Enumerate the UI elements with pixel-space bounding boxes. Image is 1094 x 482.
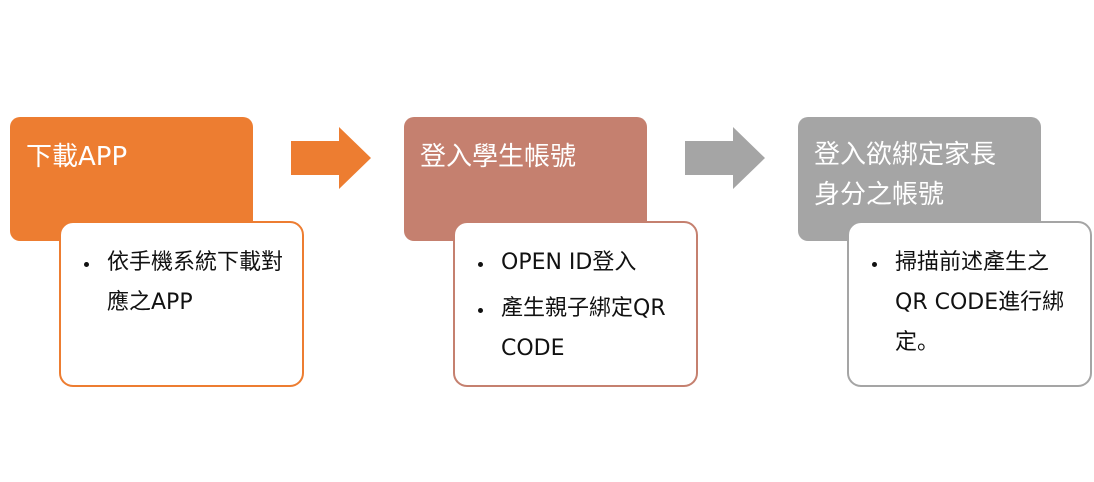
step-1-bullet-1: 依手機系統下載對應之APP bbox=[101, 243, 284, 323]
step-1-bullet-list: 依手機系統下載對應之APP bbox=[87, 243, 284, 323]
arrow-right-icon bbox=[291, 127, 371, 189]
step-3-bullet-1: 掃描前述產生之QR CODE進行綁定。 bbox=[889, 243, 1072, 363]
step-1-title: 下載APP bbox=[26, 142, 128, 172]
step-2-bullet-list: OPEN ID登入 產生親子綁定QR CODE bbox=[481, 243, 678, 369]
step-2-header: 登入學生帳號 bbox=[404, 117, 647, 241]
step-2-detail: OPEN ID登入 產生親子綁定QR CODE bbox=[453, 221, 698, 387]
step-3-title: 登入欲綁定家長身分之帳號 bbox=[814, 140, 997, 210]
step-3-detail: 掃描前述產生之QR CODE進行綁定。 bbox=[847, 221, 1092, 387]
step-3-header: 登入欲綁定家長身分之帳號 bbox=[798, 117, 1041, 241]
step-1-detail: 依手機系統下載對應之APP bbox=[59, 221, 304, 387]
arrow-right-icon bbox=[685, 127, 765, 189]
step-3-bullet-list: 掃描前述產生之QR CODE進行綁定。 bbox=[875, 243, 1072, 363]
step-1-header: 下載APP bbox=[10, 117, 253, 241]
step-2-title: 登入學生帳號 bbox=[420, 142, 577, 172]
step-2-bullet-1: OPEN ID登入 bbox=[495, 243, 678, 283]
step-2-bullet-2: 產生親子綁定QR CODE bbox=[495, 289, 678, 369]
